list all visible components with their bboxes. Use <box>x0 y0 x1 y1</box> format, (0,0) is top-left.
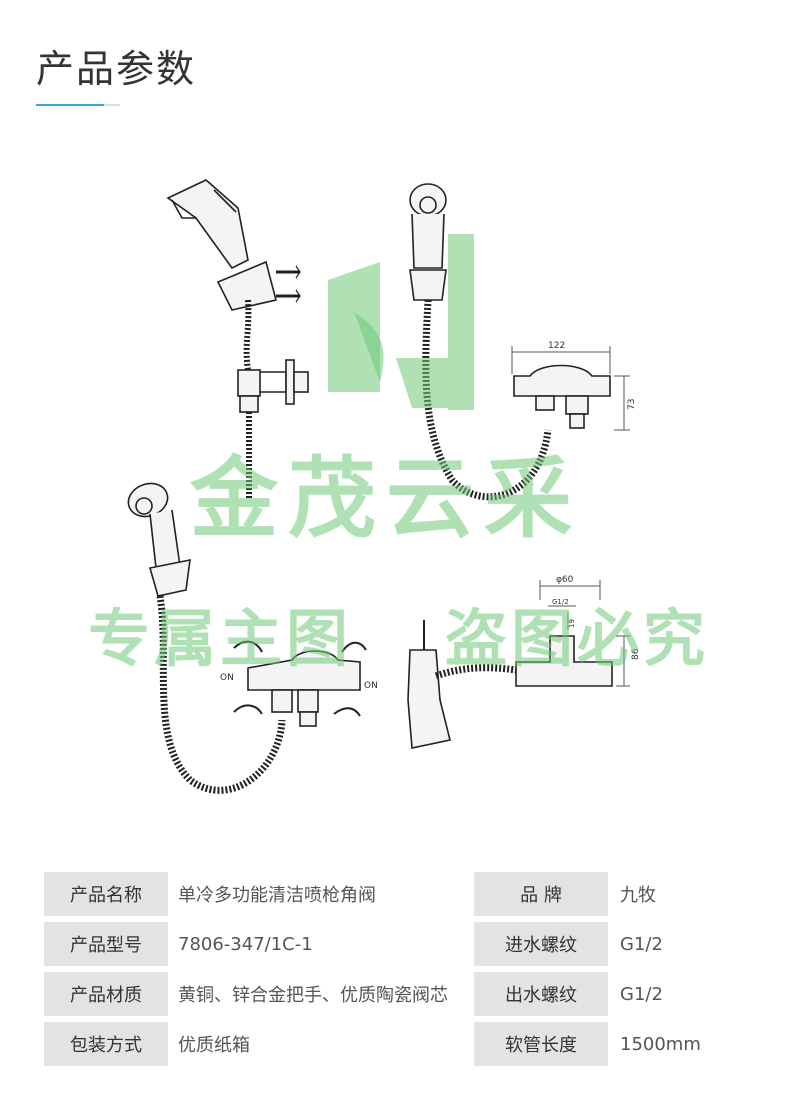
watermark-logo <box>328 234 474 410</box>
spec-value: 单冷多功能清洁喷枪角阀 <box>178 885 376 906</box>
watermark-sub-right: 盗图必究 <box>445 602 710 675</box>
spec-label: 出水螺纹 <box>474 972 608 1016</box>
sprayer-illustration-1 <box>166 179 309 500</box>
sprayer-illustration-2 <box>409 183 630 501</box>
spec-label: 产品材质 <box>44 972 168 1016</box>
dim-thread-label: G1/2 <box>552 598 569 606</box>
spec-row: 产品型号 7806-347/1C-1 进水螺纹 G1/2 <box>44 922 746 966</box>
dim-diameter-label: φ60 <box>556 575 574 585</box>
spec-row: 产品名称 单冷多功能清洁喷枪角阀 品 牌 九牧 <box>44 872 746 916</box>
page-title: 产品参数 <box>36 47 197 91</box>
spec-label: 包装方式 <box>44 1022 168 1066</box>
spec-label-brand: 品 牌 <box>474 872 608 916</box>
spec-label: 进水螺纹 <box>474 922 608 966</box>
on-label-right: ON <box>364 681 378 691</box>
spec-label: 产品型号 <box>44 922 168 966</box>
on-label-left: ON <box>220 673 234 683</box>
spec-value: 黄铜、锌合金把手、优质陶瓷阀芯 <box>178 985 448 1006</box>
spec-row: 产品材质 黄铜、锌合金把手、优质陶瓷阀芯 出水螺纹 G1/2 <box>44 972 746 1016</box>
title-underline-fade <box>104 104 120 106</box>
dim-86-label: 86 <box>631 648 641 660</box>
side-view-illustration <box>407 580 630 749</box>
dim-width-label: 122 <box>548 341 565 351</box>
dim-19-label: 19 <box>568 619 576 628</box>
product-drawing: 122 73 φ60 G1/2 19 86 ON ON <box>127 179 641 794</box>
spec-value: 1500mm <box>620 1033 701 1055</box>
sprayer-illustration-3 <box>127 482 367 794</box>
spec-label: 软管长度 <box>474 1022 608 1066</box>
spec-value: 7806-347/1C-1 <box>178 933 313 955</box>
spec-value: G1/2 <box>620 933 663 955</box>
spec-value: G1/2 <box>620 983 663 1005</box>
specs-table: 产品名称 单冷多功能清洁喷枪角阀 品 牌 九牧 产品型号 7806-347/1C… <box>44 872 746 1072</box>
dim-height-label: 73 <box>627 399 637 410</box>
watermark-sub-left: 专属主图 <box>88 602 353 675</box>
spec-row: 包装方式 优质纸箱 软管长度 1500mm <box>44 1022 746 1066</box>
spec-value: 九牧 <box>620 885 656 906</box>
spec-label: 产品名称 <box>44 872 168 916</box>
spec-value: 优质纸箱 <box>178 1035 250 1056</box>
title-underline <box>36 104 104 106</box>
watermark-main-text: 金茂云采 <box>190 447 583 550</box>
